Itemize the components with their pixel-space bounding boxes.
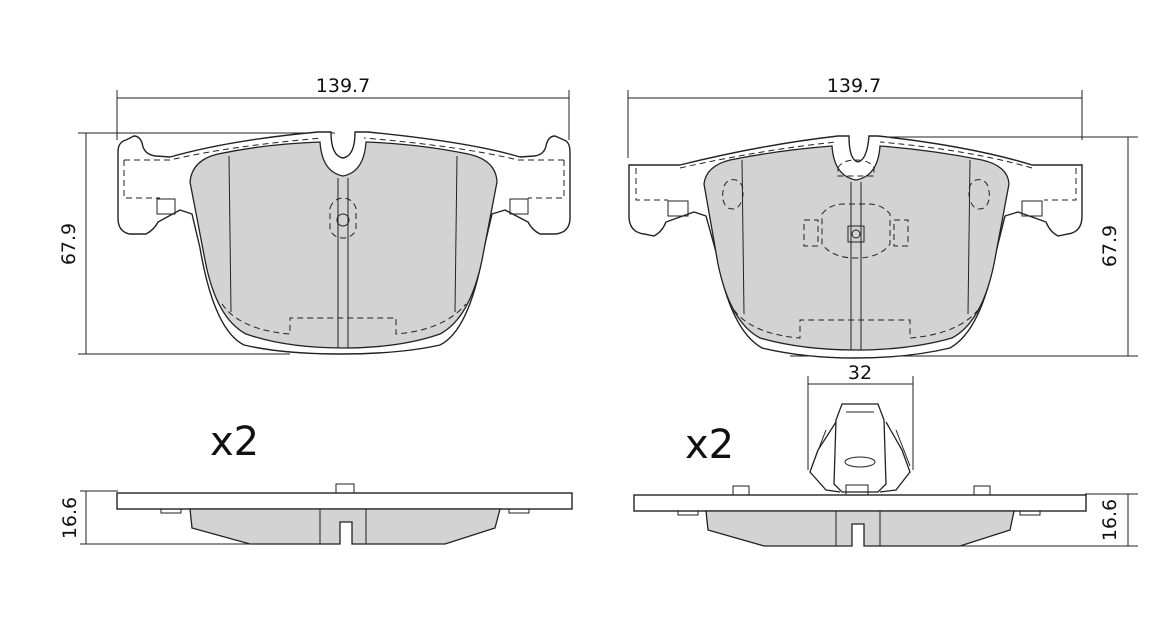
right-height-label: 67.9 — [1099, 225, 1121, 267]
right-clip-left — [667, 200, 689, 217]
right-side-friction — [705, 510, 1015, 547]
wear-sensor: 32 — [807, 362, 914, 493]
right-side-plate — [633, 494, 1087, 512]
left-side-plate — [116, 492, 573, 510]
sensor-width-label: 32 — [848, 362, 872, 384]
right-height-dimension: 67.9 — [790, 136, 1138, 357]
left-pad-front-view: 139.7 67.9 — [58, 75, 571, 355]
right-pad-front-view: 139.7 67.9 — [627, 75, 1138, 359]
left-quantity-label: x2 — [210, 419, 259, 465]
right-thickness-label: 16.6 — [1099, 499, 1121, 541]
left-height-label: 67.9 — [58, 223, 80, 265]
left-clip-left — [156, 198, 176, 215]
left-thickness-label: 16.6 — [59, 497, 81, 539]
right-width-dimension: 139.7 — [627, 75, 1083, 158]
right-quantity-label: x2 — [685, 422, 734, 468]
right-clip-right — [1021, 200, 1043, 217]
right-width-label: 139.7 — [827, 75, 881, 97]
left-friction-material — [189, 141, 498, 349]
right-pad-side-view: 16.6 — [633, 484, 1138, 547]
left-width-label: 139.7 — [316, 75, 370, 97]
left-width-dimension: 139.7 — [116, 75, 570, 140]
right-friction-material — [703, 145, 1010, 351]
left-clip-right — [509, 198, 529, 215]
left-height-dimension: 67.9 — [58, 132, 335, 355]
left-side-friction — [189, 508, 501, 545]
left-pad-side-view: 16.6 — [59, 483, 573, 545]
